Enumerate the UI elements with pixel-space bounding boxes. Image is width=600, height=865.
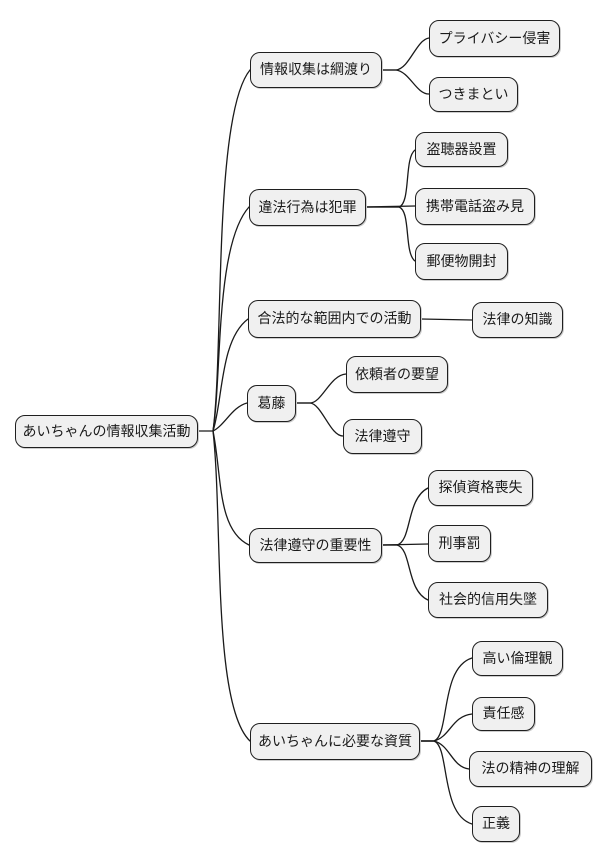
branch-node-1: 違法行為は犯罪: [249, 189, 366, 226]
root-node: あいちゃんの情報収集活動: [15, 415, 198, 448]
connector-b4-c0: [381, 487, 429, 546]
connector-b1-c0: [365, 149, 416, 208]
leaf-node-4-0: 探偵資格喪失: [428, 470, 533, 506]
leaf-node-1-1: 携帯電話盗み見: [415, 188, 535, 225]
leaf-node-4-1: 刑事罰: [428, 525, 491, 562]
leaf-node-3-1: 法律遵守: [343, 419, 422, 454]
branch-node-2: 合法的な範囲内での活動: [248, 300, 421, 338]
connector-b5-c0: [419, 657, 473, 742]
connector-root-branch-5: [212, 430, 251, 742]
connector-b1-c2: [365, 206, 416, 262]
leaf-node-0-0: プライバシー侵害: [429, 20, 560, 57]
connector-b4-c1: [381, 543, 429, 546]
leaf-node-2-0: 法律の知識: [472, 302, 563, 338]
connector-root-branch-2: [212, 318, 249, 432]
connector-b0-c1: [381, 69, 430, 95]
connector-b5-c2: [419, 740, 470, 770]
connector-b4-c2: [381, 544, 429, 601]
connector-root-branch-4: [212, 430, 250, 546]
connector-b3-c1: [295, 402, 344, 437]
leaf-node-1-2: 郵便物開封: [415, 243, 508, 280]
leaf-node-5-1: 責任感: [472, 697, 535, 731]
leaf-node-0-1: つきまとい: [429, 77, 518, 112]
connector-root-branch-1: [212, 206, 250, 432]
connector-b0-c0: [381, 37, 430, 71]
branch-node-3: 葛藤: [247, 385, 296, 422]
connector-root-branch-0: [212, 69, 251, 432]
leaf-node-5-0: 高い倫理観: [472, 641, 563, 676]
connector-b2-c0: [420, 318, 473, 321]
connector-b1-c1: [365, 205, 416, 208]
branch-node-0: 情報収集は綱渡り: [250, 52, 382, 88]
leaf-node-1-0: 盗聴器設置: [415, 132, 508, 167]
connector-b5-c3: [419, 740, 473, 825]
connector-root-branch-3: [212, 402, 248, 432]
leaf-node-4-2: 社会的信用失墜: [428, 582, 548, 618]
branch-node-4: 法律遵守の重要性: [249, 528, 382, 563]
leaf-node-5-2: 法の精神の理解: [469, 751, 592, 787]
connector-b5-c1: [419, 713, 473, 742]
leaf-node-5-3: 正義: [472, 806, 520, 842]
branch-node-5: あいちゃんに必要な資質: [250, 723, 420, 760]
connector-b3-c0: [295, 373, 347, 404]
leaf-node-3-0: 依頼者の要望: [346, 356, 448, 393]
